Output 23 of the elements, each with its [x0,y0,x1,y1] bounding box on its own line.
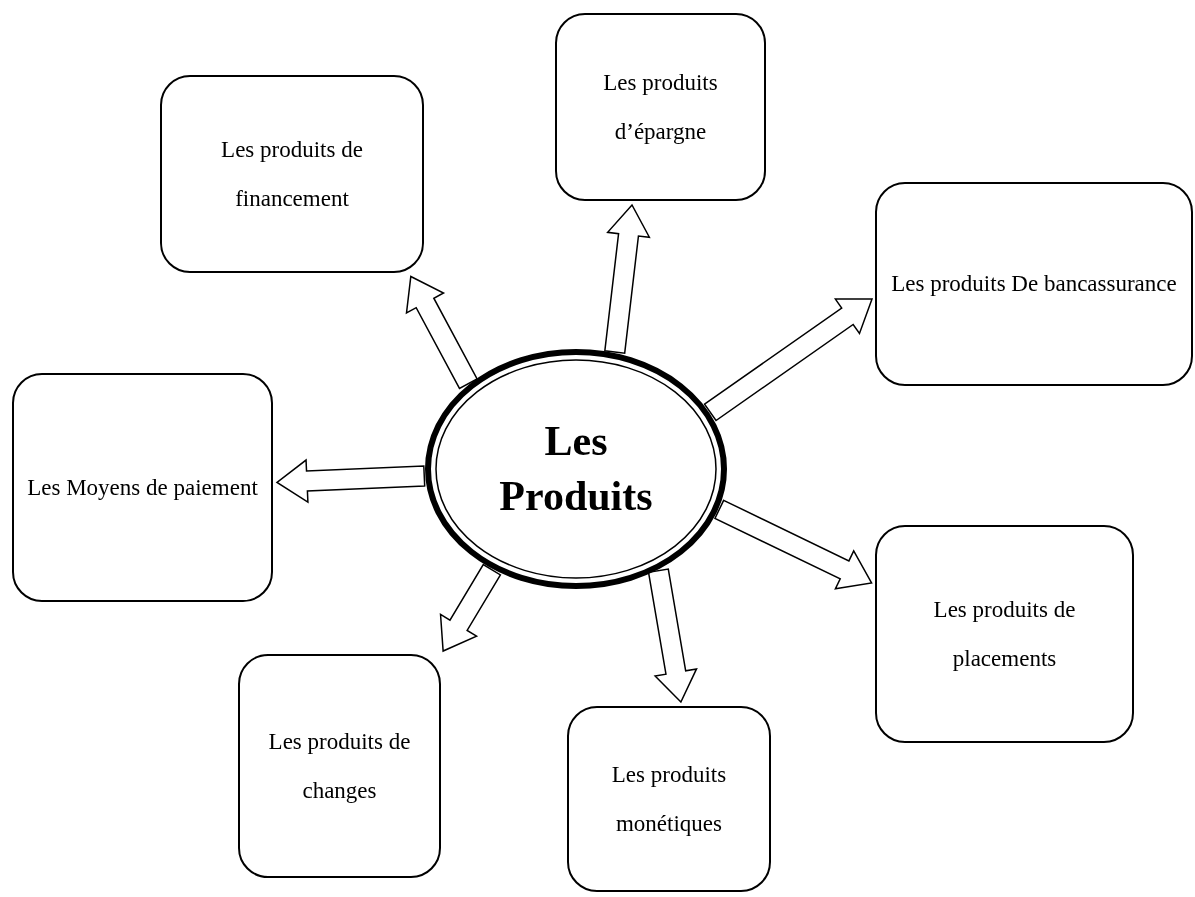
box-label: Les produits d’épargne [602,68,719,146]
central-ellipse [424,348,728,590]
block-arrow [647,568,698,704]
rounded-box [555,13,766,201]
block-arrow [703,298,874,422]
rounded-box [875,525,1134,743]
block-arrow [713,499,873,590]
rounded-box [160,75,424,273]
central-title: Les Produits [498,417,654,521]
rounded-box [12,373,273,602]
block-arrow [439,563,502,653]
box-label: Les produits de changes [267,727,412,805]
box-label: Les produits de placements [932,595,1077,673]
rounded-box [238,654,441,878]
block-arrow [405,275,479,390]
box-label: Les produits monétiques [610,760,728,838]
box-label: Les Moyens de paiement [26,473,259,502]
block-arrow [275,458,426,504]
rounded-box [567,706,771,892]
box-label: Les produits de financement [220,135,364,213]
rounded-box [875,182,1193,386]
box-label: Les produits De bancassurance [890,270,1178,299]
block-arrow [604,203,651,354]
